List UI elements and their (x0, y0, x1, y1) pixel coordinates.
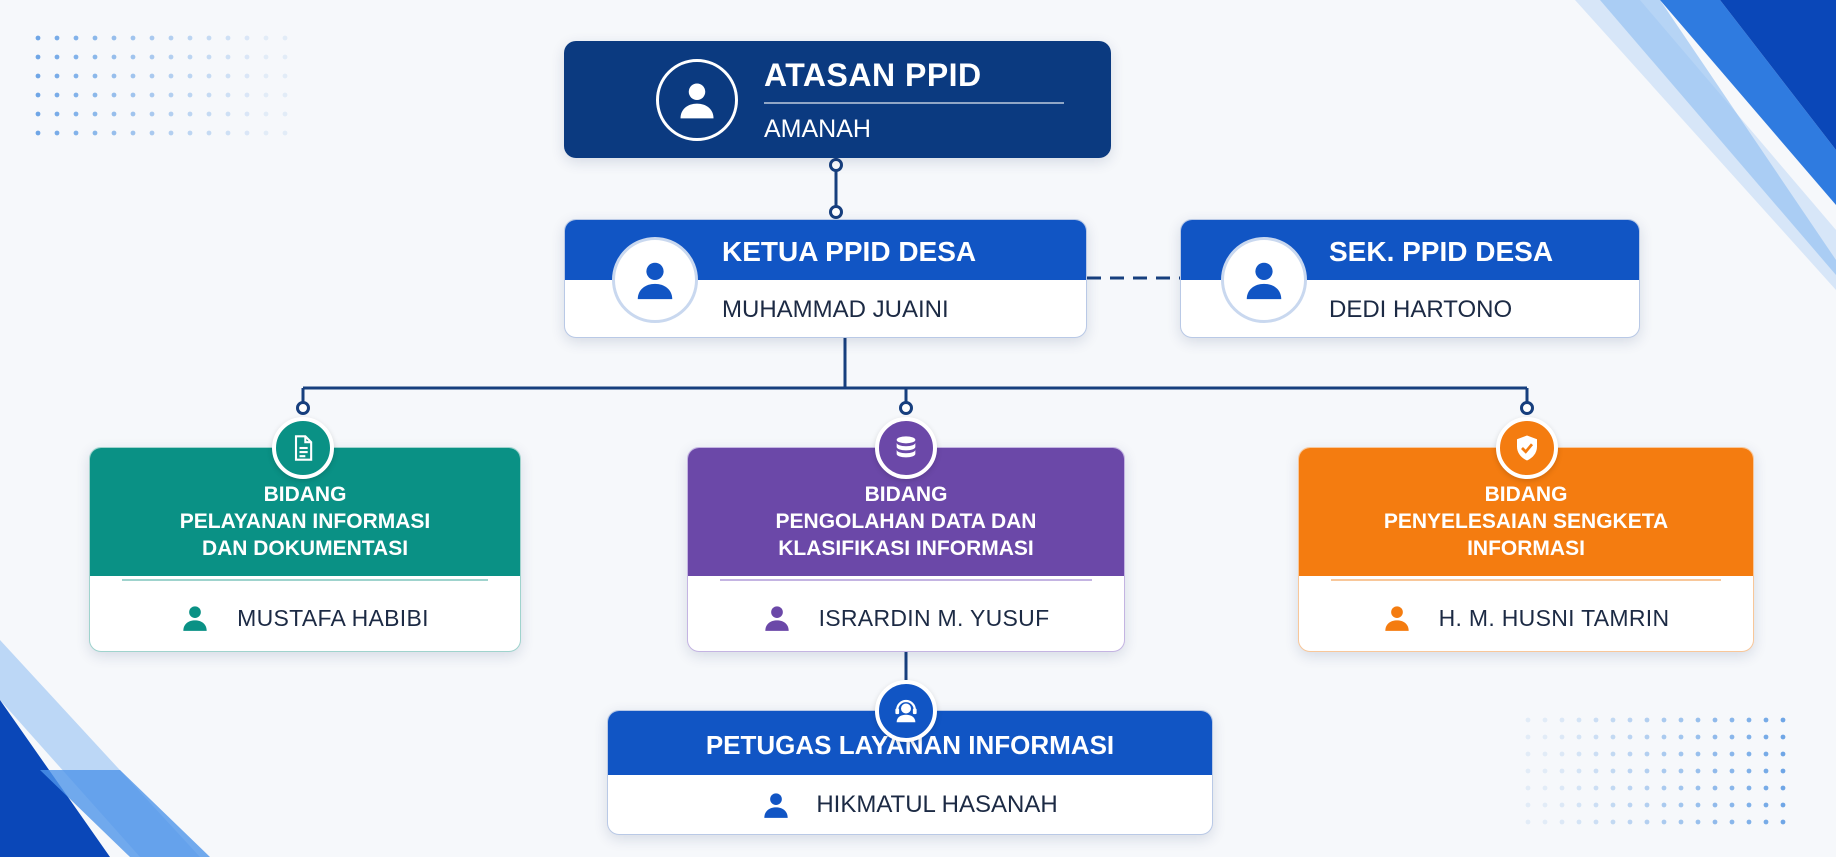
user-icon (183, 606, 207, 631)
user-icon (680, 83, 714, 119)
user-icon (764, 606, 789, 631)
user-icon (764, 792, 788, 818)
shield-check-icon (1517, 435, 1537, 461)
service-officer-name: HIKMATUL HASANAH (816, 790, 1058, 818)
service-officer-badge (875, 680, 937, 742)
head-avatar (656, 59, 738, 141)
division-card-data-processing: BIDANG PENGOLAHAN DATA DAN KLASIFIKASI I… (687, 447, 1125, 652)
head-title: ATASAN PPID (764, 57, 982, 93)
division-badge (1496, 417, 1558, 479)
user-icon (1246, 262, 1282, 300)
division-title-line: BIDANG (263, 483, 347, 506)
division-person-name: H. M. HUSNI TAMRIN (1438, 604, 1670, 631)
division-person: MUSTAFA HABIBI (90, 588, 520, 648)
head-name: AMANAH (764, 115, 871, 143)
secretary-title: SEK. PPID DESA (1329, 236, 1554, 267)
division-card-dispute-resolution: BIDANG PENYELESAIAN SENGKETA INFORMASI H… (1298, 447, 1754, 652)
division-title-line: BIDANG (864, 483, 948, 506)
database-icon (896, 436, 916, 458)
division-person-name: ISRARDIN M. YUSUF (818, 604, 1050, 631)
division-badge (272, 417, 334, 479)
chair-avatar (612, 237, 698, 323)
service-officer-person: HIKMATUL HASANAH (608, 775, 1212, 834)
secretary-name: DEDI HARTONO (1329, 296, 1513, 323)
division-rule (1331, 579, 1721, 581)
division-title-line: PENYELESAIAN SENGKETA (1383, 510, 1669, 533)
division-title-line: DAN DOKUMENTASI (201, 537, 409, 560)
head-card: ATASAN PPID AMANAH (564, 41, 1111, 158)
division-badge (875, 417, 937, 479)
division-person: H. M. HUSNI TAMRIN (1299, 588, 1753, 648)
division-person: ISRARDIN M. YUSUF (688, 588, 1124, 648)
division-title-line: KLASIFIKASI INFORMASI (778, 537, 1034, 560)
service-officer-card: PETUGAS LAYANAN INFORMASI HIKMATUL HASAN… (607, 710, 1213, 835)
secretary-avatar (1221, 237, 1307, 323)
head-divider (764, 102, 1064, 104)
division-rule (122, 579, 488, 581)
division-title-line: BIDANG (1484, 483, 1568, 506)
secretary-card: SEK. PPID DESA DEDI HARTONO (1180, 219, 1640, 338)
user-icon (1384, 606, 1409, 631)
user-icon (637, 262, 673, 300)
division-title-line: PELAYANAN INFORMASI (179, 510, 431, 533)
division-person-name: MUSTAFA HABIBI (237, 604, 429, 631)
division-header: BIDANG PENYELESAIAN SENGKETA INFORMASI (1299, 448, 1753, 576)
headset-icon (895, 699, 917, 723)
chair-name: MUHAMMAD JUAINI (722, 296, 949, 323)
division-title-line: PENGOLAHAN DATA DAN (775, 510, 1037, 533)
chair-card: KETUA PPID DESA MUHAMMAD JUAINI (564, 219, 1087, 338)
division-title-line: INFORMASI (1467, 537, 1585, 560)
chair-title: KETUA PPID DESA (722, 236, 977, 267)
division-rule (720, 579, 1092, 581)
document-icon (294, 435, 313, 461)
